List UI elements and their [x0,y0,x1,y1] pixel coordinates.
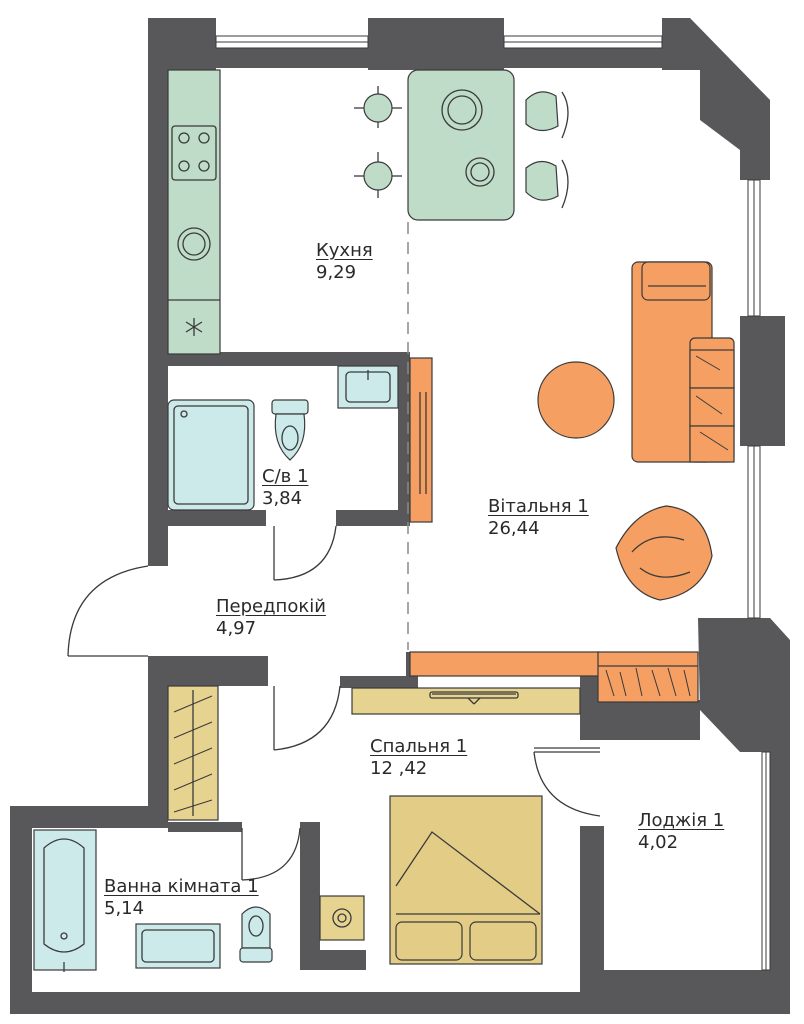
room-area: 5,14 [104,898,145,919]
wc-sink [337,365,399,409]
room-name: С/в 1 [262,466,309,487]
room-label-loggia: Лоджія 1 4,02 [638,810,724,854]
double-bed [389,795,543,965]
built-in-wardrobe [597,651,699,703]
shower-tray [167,399,255,511]
kitchen-island [407,69,515,221]
room-name: Спальня 1 [370,736,468,757]
bathroom-toilet-icon [239,906,273,963]
room-area: 26,44 [488,518,540,539]
toilet-icon [271,399,309,461]
room-area: 3,84 [262,488,303,509]
sofa [631,261,735,463]
room-label-hallway: Передпокій 4,97 [216,596,326,640]
room-label-wc: С/в 1 3,84 [262,466,308,510]
bathtub [33,829,97,972]
tv-unit [409,651,601,677]
room-area: 4,02 [638,832,679,853]
chairs [525,91,569,209]
room-area: 12 ,42 [370,758,428,779]
room-name: Кухня [316,240,373,261]
sink-icon [177,227,211,261]
bathroom-door [241,827,301,881]
shaft-icon [319,895,365,941]
bedroom-door [273,685,341,751]
asterisk-icon [185,318,203,336]
armchair [615,505,713,601]
coffee-table [537,361,615,439]
room-label-bathroom: Ванна кімната 1 5,14 [104,876,259,920]
room-name: Лоджія 1 [638,810,725,831]
room-area: 4,97 [216,618,257,639]
loggia-door [533,747,601,817]
tv-console [351,687,581,715]
walls [10,18,790,1014]
room-name: Вітальня 1 [488,496,589,517]
windows [215,35,771,971]
entrance-door [67,565,149,657]
room-label-kitchen: Кухня 9,29 [316,240,373,284]
hall-closet [167,685,219,821]
room-label-living: Вітальня 1 26,44 [488,496,589,540]
room-name: Ванна кімната 1 [104,876,259,897]
room-area: 9,29 [316,262,357,283]
room-label-bedroom: Спальня 1 12 ,42 [370,736,467,780]
kitchen-counter [167,69,221,355]
bathroom-sink [135,923,221,969]
stools [354,86,402,198]
room-name: Передпокій [216,596,326,617]
wc-door [273,525,337,581]
hall-wardrobe [409,357,433,523]
